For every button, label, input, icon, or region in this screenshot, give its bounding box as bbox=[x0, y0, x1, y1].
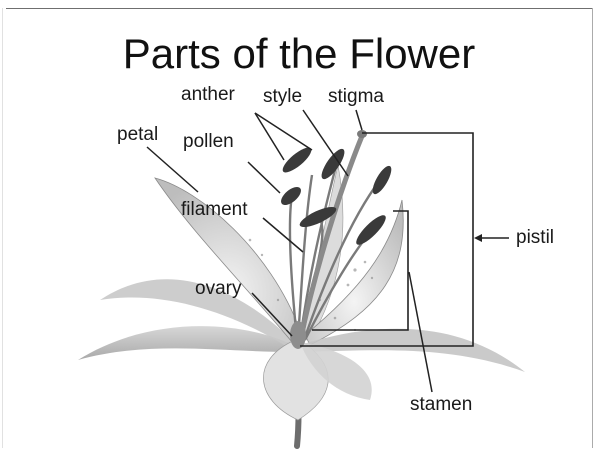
ovary-label: ovary bbox=[195, 278, 241, 300]
anther-leader-2 bbox=[255, 113, 312, 150]
petal-label: petal bbox=[117, 124, 158, 146]
anther-label: anther bbox=[181, 84, 235, 106]
filament-label: filament bbox=[181, 199, 248, 221]
stigma-leader bbox=[356, 110, 362, 130]
page-title: Parts of the Flower bbox=[0, 30, 598, 78]
pollen-label: pollen bbox=[183, 131, 234, 153]
filament-leader bbox=[263, 218, 303, 252]
pollen-leader bbox=[248, 162, 280, 193]
style-label: style bbox=[263, 86, 302, 108]
ovary-body bbox=[290, 321, 306, 349]
pistil-label: pistil bbox=[516, 227, 554, 249]
stigma-label: stigma bbox=[328, 86, 384, 108]
stamen-label: stamen bbox=[410, 394, 472, 416]
anther-leader-1 bbox=[255, 113, 284, 160]
pistil-arrowhead bbox=[474, 234, 482, 242]
stigma-tip bbox=[357, 130, 367, 138]
